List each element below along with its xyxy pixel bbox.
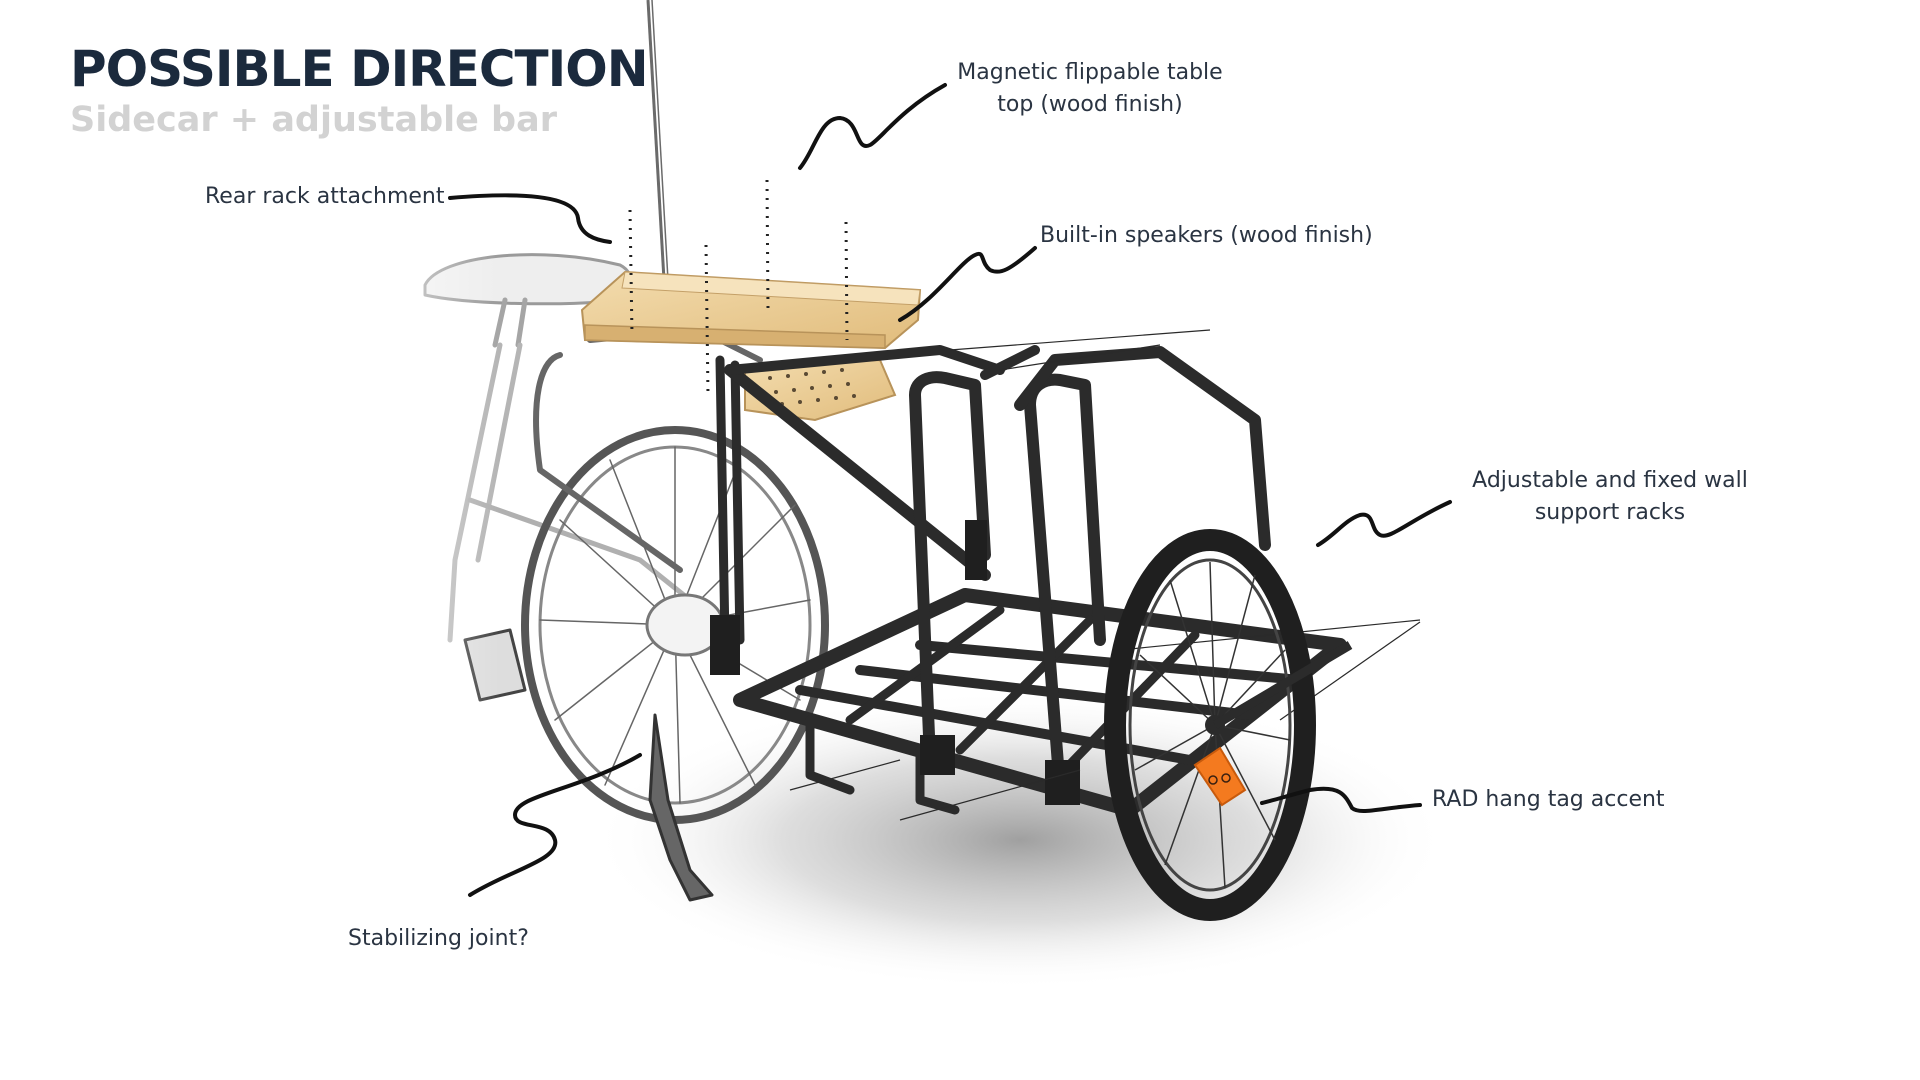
flagpole xyxy=(646,0,669,281)
wall-rack-front xyxy=(909,371,991,766)
callout-table-top-line1: Magnetic flippable table xyxy=(957,60,1223,85)
page-title: POSSIBLE DIRECTION xyxy=(70,40,649,98)
leader-speakers xyxy=(898,246,1037,322)
rack-attachment-strut xyxy=(715,355,745,645)
leader-table-top xyxy=(798,83,947,170)
callout-table-top-line2: top (wood finish) xyxy=(997,92,1183,117)
callout-wall-racks-line1: Adjustable and fixed wall xyxy=(1472,468,1748,493)
callout-hang-tag: RAD hang tag accent xyxy=(1432,787,1665,812)
callout-wall-racks: Adjustable and fixed wall support racks xyxy=(1460,465,1760,529)
leader-wall-racks xyxy=(1316,500,1452,547)
leader-rear-rack xyxy=(448,193,612,244)
exploded-view-lines xyxy=(628,179,849,396)
leader-stabilizing-joint xyxy=(468,753,642,897)
callout-rear-rack: Rear rack attachment xyxy=(205,184,445,209)
floor-shadow xyxy=(590,690,1450,990)
cargo-base xyxy=(733,588,1347,817)
rear-frame xyxy=(467,497,693,603)
page-subtitle: Sidecar + adjustable bar xyxy=(70,100,557,140)
trailer-wheel-spokes xyxy=(1134,561,1291,889)
construction-lines xyxy=(789,329,1421,821)
callout-stabilizing-joint: Stabilizing joint? xyxy=(348,926,529,951)
trailer-wheel xyxy=(1104,529,1353,921)
callout-wall-racks-line2: support racks xyxy=(1534,500,1686,525)
diagonal-brace xyxy=(724,364,991,581)
callout-speakers: Built-in speakers (wood finish) xyxy=(1040,223,1373,248)
leader-hang-tag xyxy=(1260,786,1422,813)
table-top xyxy=(580,270,922,350)
kickstand xyxy=(648,713,714,902)
callout-leaders xyxy=(448,83,1452,897)
callout-table-top: Magnetic flippable table top (wood finis… xyxy=(940,57,1240,121)
wall-rack-back xyxy=(1014,346,1271,551)
rad-hang-tag xyxy=(1193,746,1247,807)
